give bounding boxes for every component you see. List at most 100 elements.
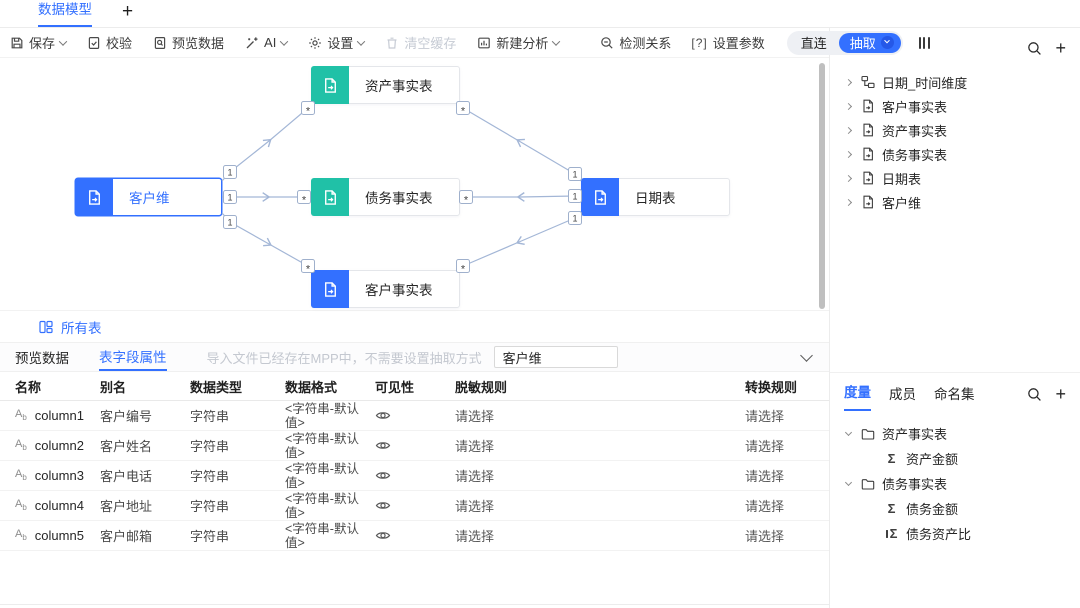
- expand-chevron-icon[interactable]: [844, 198, 853, 206]
- all-tables-link[interactable]: 所有表: [61, 320, 102, 336]
- tab-field-properties[interactable]: 表字段属性: [99, 343, 167, 371]
- tree-item[interactable]: Σ 债务金额: [844, 496, 1066, 521]
- table-node-icon: [311, 178, 349, 216]
- tree-item[interactable]: 资产事实表: [844, 118, 1066, 142]
- tab-named-sets[interactable]: 命名集: [934, 387, 975, 402]
- save-button[interactable]: 保存: [10, 33, 68, 52]
- field-alias: 客户电话: [100, 469, 153, 484]
- clear-cache-button[interactable]: 清空缓存: [385, 33, 456, 52]
- table-row: Ab column4 客户地址 字符串 <字符串-默认值> 请选择 请选择: [0, 491, 829, 521]
- visibility-eye-icon[interactable]: [375, 529, 391, 542]
- table-name-input[interactable]: [493, 346, 618, 368]
- tree-item[interactable]: 客户维: [844, 190, 1066, 214]
- expand-chevron-icon[interactable]: [844, 126, 853, 134]
- svg-text:*: *: [461, 106, 466, 118]
- field-properties-table: 名称 别名 数据类型 数据格式 可见性 脱敏规则 转换规则 Ab column1…: [0, 372, 829, 551]
- tree-item[interactable]: 资产事实表: [844, 421, 1066, 446]
- mask-rule-select[interactable]: 请选择: [455, 469, 495, 484]
- expand-chevron-icon[interactable]: [844, 150, 853, 158]
- mask-rule-select[interactable]: 请选择: [455, 439, 495, 454]
- node-date-table[interactable]: 日期表: [581, 178, 730, 216]
- expand-chevron-icon[interactable]: [844, 78, 853, 86]
- mask-rule-select[interactable]: 请选择: [455, 409, 495, 424]
- field-name: column3: [34, 468, 84, 483]
- expand-chevron-icon[interactable]: [844, 428, 853, 437]
- tab-measures[interactable]: 度量: [844, 381, 871, 411]
- tab-members[interactable]: 成员: [889, 387, 916, 402]
- save-icon: [11, 37, 23, 48]
- field-format: <字符串-默认值>: [285, 521, 359, 550]
- mask-rule-select[interactable]: 请选择: [455, 529, 495, 544]
- set-params-button[interactable]: [?] 设置参数: [691, 35, 765, 52]
- chevron-down-icon: [552, 36, 561, 46]
- tab-data-model[interactable]: 数据模型: [38, 0, 92, 27]
- preview-data-button[interactable]: 预览数据: [153, 33, 224, 52]
- add-tab-button[interactable]: +: [122, 1, 134, 22]
- validate-icon: [88, 36, 100, 49]
- model-toolbar: 保存 校验 预览数据 AI 设置: [0, 28, 930, 58]
- tree-item-label: 资产事实表: [882, 123, 948, 139]
- chevron-down-icon: [58, 36, 68, 46]
- new-analysis-button[interactable]: 新建分析: [477, 33, 561, 52]
- tree-item-icon: [860, 477, 875, 491]
- document-tab-bar: 数据模型 +: [0, 0, 1080, 28]
- mode-extract-option[interactable]: 抽取: [838, 32, 901, 53]
- mode-direct-option[interactable]: 直连: [800, 36, 827, 51]
- expand-chevron-icon[interactable]: [844, 478, 853, 487]
- transform-rule-select[interactable]: 请选择: [745, 469, 785, 484]
- tree-item-icon: Σ: [887, 451, 896, 466]
- field-format: <字符串-默认值>: [285, 491, 359, 520]
- field-datatype: 字符串: [190, 409, 230, 424]
- collapse-panel-chevron-icon[interactable]: [800, 348, 813, 362]
- visibility-eye-icon[interactable]: [375, 439, 391, 452]
- settings-button[interactable]: 设置: [308, 33, 366, 52]
- tree-item-label: 资产金额: [906, 452, 959, 467]
- field-name: column2: [34, 438, 84, 453]
- detect-relations-button[interactable]: 检测关系: [600, 33, 671, 52]
- node-asset-fact[interactable]: 资产事实表: [311, 66, 460, 104]
- search-icon[interactable]: [1027, 387, 1042, 402]
- transform-rule-select[interactable]: 请选择: [745, 499, 785, 514]
- canvas-scrollbar[interactable]: [819, 63, 825, 309]
- tree-item[interactable]: 债务事实表: [844, 142, 1066, 166]
- visibility-eye-icon[interactable]: [375, 499, 391, 512]
- tree-item[interactable]: 日期表: [844, 166, 1066, 190]
- visibility-eye-icon[interactable]: [375, 469, 391, 482]
- node-customer-dim[interactable]: 客户维: [75, 178, 222, 216]
- tree-item[interactable]: 日期_时间维度: [844, 70, 1066, 94]
- transform-rule-select[interactable]: 请选择: [745, 409, 785, 424]
- tab-preview-data[interactable]: 预览数据: [15, 351, 69, 366]
- transform-rule-select[interactable]: 请选择: [745, 529, 785, 544]
- field-datatype: 字符串: [190, 469, 230, 484]
- tree-item[interactable]: 客户事实表: [844, 94, 1066, 118]
- tree-item[interactable]: 债务事实表: [844, 471, 1066, 496]
- panel-layout-icon[interactable]: [918, 36, 930, 49]
- node-debt-fact[interactable]: 债务事实表: [311, 178, 460, 216]
- measure-tree: 资产事实表 Σ 资产金额 债务事实表 Σ 债务金额 Σ 债务资产比: [844, 421, 1066, 546]
- all-tables-icon: [39, 320, 53, 333]
- tree-item[interactable]: Σ 债务资产比: [844, 521, 1066, 546]
- field-name: column4: [34, 498, 84, 513]
- extract-hint-text: 导入文件已经存在MPP中，不需要设置抽取方式: [206, 350, 482, 366]
- add-measure-button[interactable]: +: [1055, 384, 1066, 404]
- svg-text:1: 1: [572, 192, 577, 202]
- model-canvas[interactable]: 客户维 资产事实表 债务事实表: [0, 58, 829, 310]
- table-node-icon: [311, 270, 349, 308]
- ai-button[interactable]: AI: [245, 35, 289, 50]
- visibility-eye-icon[interactable]: [375, 409, 391, 422]
- node-customer-fact[interactable]: 客户事实表: [311, 270, 460, 308]
- tree-item[interactable]: Σ 资产金额: [844, 446, 1066, 471]
- mask-rule-select[interactable]: 请选择: [455, 499, 495, 514]
- right-sidebar: 维度 + 日期_时间维度 客户事实表 资产事实表 债务事实表 日期表: [829, 28, 1080, 608]
- expand-chevron-icon[interactable]: [844, 102, 853, 110]
- tree-item-label: 债务事实表: [882, 147, 948, 163]
- svg-text:1: 1: [227, 193, 232, 203]
- expand-chevron-icon[interactable]: [844, 174, 853, 182]
- col-header-transform-rule: 转换规则: [745, 379, 798, 395]
- transform-rule-select[interactable]: 请选择: [745, 439, 785, 454]
- add-dimension-button[interactable]: +: [1055, 38, 1066, 58]
- validate-button[interactable]: 校验: [87, 33, 132, 52]
- search-icon[interactable]: [1027, 41, 1042, 56]
- field-format: <字符串-默认值>: [285, 401, 359, 430]
- field-alias: 客户邮箱: [100, 529, 153, 544]
